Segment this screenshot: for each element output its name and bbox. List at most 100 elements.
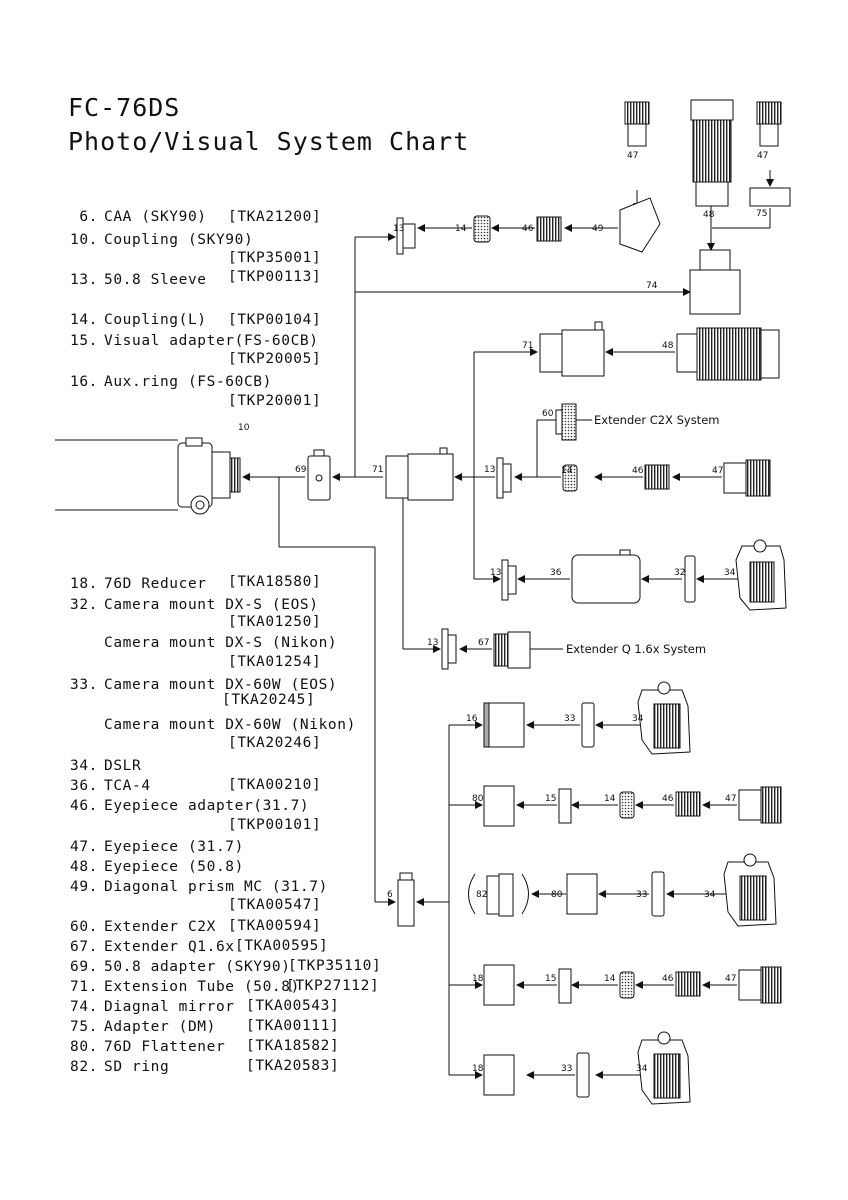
label-69: 69: [295, 465, 307, 475]
legend-name: Extender C2X: [104, 919, 216, 935]
legend-number: 32.: [70, 597, 98, 613]
legend-number: 49.: [70, 879, 98, 895]
label-49: 49: [592, 224, 604, 234]
legend-number: 34.: [70, 758, 98, 774]
legend-name: Camera mount DX-S (EOS): [104, 597, 319, 613]
legend-code: [TKA20583]: [246, 1058, 340, 1074]
label-18: 18: [472, 1064, 484, 1074]
label-13: 13: [393, 224, 404, 234]
label-14: 14: [604, 794, 616, 804]
label-14: 14: [561, 466, 573, 476]
label-47: 47: [627, 151, 638, 161]
legend-number: 71.: [70, 979, 98, 995]
legend-number: 13.: [70, 272, 98, 288]
label-60: 60: [542, 409, 554, 419]
part-74: [689, 269, 741, 315]
legend-number: 75.: [70, 1019, 98, 1035]
legend-code: [TKA00547]: [228, 897, 322, 913]
legend-code: [TKP27112]: [286, 978, 380, 994]
label-15: 15: [545, 974, 556, 984]
label-48: 48: [662, 341, 674, 351]
label-15: 15: [545, 794, 556, 804]
label-33: 33: [564, 714, 575, 724]
extender-c2x-system-label: Extender C2X System: [594, 413, 719, 427]
label-16: 16: [466, 714, 478, 724]
label-46: 46: [662, 974, 674, 984]
legend-name: Aux.ring (FS-60CB): [104, 374, 272, 390]
legend-number: 14.: [70, 312, 98, 328]
legend-code: [TKA00111]: [246, 1018, 340, 1034]
label-75: 75: [756, 209, 767, 219]
label-71: 71: [372, 465, 383, 475]
label-34: 34: [704, 890, 716, 900]
part-13: [502, 463, 512, 493]
legend-code: [TKA21200]: [228, 209, 322, 225]
label-46: 46: [522, 224, 534, 234]
legend-name: TCA-4: [104, 778, 151, 794]
legend-name: Diagnal mirror: [104, 999, 235, 1015]
extender-q-system-label: Extender Q 1.6x System: [566, 642, 706, 656]
chart-title: FC-76DS: [68, 93, 181, 122]
legend-number: 60.: [70, 919, 98, 935]
dslr-icon: [637, 1031, 691, 1105]
legend-name: Camera mount DX-S (Nikon): [104, 635, 338, 651]
telescope-tube: [55, 437, 241, 515]
legend-number: 46.: [70, 798, 98, 814]
legend-number: 48.: [70, 859, 98, 875]
components: [307, 99, 791, 1098]
dslr-icon: [723, 853, 777, 927]
legend-code: [TKA20245]: [222, 692, 316, 708]
label-14: 14: [604, 974, 616, 984]
legend-code: [TKA01254]: [228, 654, 322, 670]
label-33: 33: [561, 1064, 572, 1074]
label-14: 14: [455, 224, 467, 234]
label-71: 71: [522, 341, 533, 351]
legend-name: Adapter (DM): [104, 1019, 216, 1035]
label-47: 47: [757, 151, 768, 161]
legend-name: Camera mount DX-60W (EOS): [104, 677, 338, 693]
legend-name: 50.8 Sleeve: [104, 272, 207, 288]
label-34: 34: [724, 568, 736, 578]
legend-code: [TKA00594]: [228, 918, 322, 934]
legend-name: Coupling(L): [104, 312, 207, 328]
legend-number: 74.: [70, 999, 98, 1015]
legend-number: 16.: [70, 374, 98, 390]
part-75: [749, 187, 791, 207]
label-13: 13: [490, 568, 501, 578]
legend-name: 50.8 adapter (SKY90): [104, 959, 291, 975]
dslr-icon: [735, 539, 787, 611]
legend-code: [TKP00104]: [228, 312, 322, 328]
legend-code: [TKA01250]: [228, 614, 322, 630]
legend-name: Eyepiece adapter(31.7): [104, 798, 310, 814]
legend-code: [TKP35110]: [288, 958, 382, 974]
dslr-cameras: [637, 539, 787, 1105]
part-71: [385, 455, 409, 499]
legend-number: 18.: [70, 576, 98, 592]
legend-number: 15.: [70, 333, 98, 349]
legend-number: 10.: [70, 232, 98, 248]
label-47: 47: [712, 466, 723, 476]
legend-code: [TKA20246]: [228, 735, 322, 751]
legend-code: [TKA18582]: [246, 1038, 340, 1054]
connection-lines: [242, 170, 774, 1079]
legend-code: [TKP00101]: [228, 817, 322, 833]
legend-name: 76D Flattener: [104, 1039, 226, 1055]
legend-name: Diagonal prism MC (31.7): [104, 879, 328, 895]
legend-number: 82.: [70, 1059, 98, 1075]
label-67: 67: [478, 638, 489, 648]
label-48: 48: [703, 210, 715, 220]
legend-name: Extension Tube (50.8): [104, 979, 300, 995]
legend-name: Eyepiece (31.7): [104, 839, 244, 855]
legend-name: SD ring: [104, 1059, 170, 1075]
legend-name: Camera mount DX-60W (Nikon): [104, 717, 356, 733]
label-34: 34: [636, 1064, 648, 1074]
label-6: 6: [387, 890, 393, 900]
legend-code: [TKP20001]: [228, 393, 322, 409]
legend-number: 67.: [70, 939, 98, 955]
label-80: 80: [472, 794, 484, 804]
legend-name: 76D Reducer: [104, 576, 207, 592]
label-13: 13: [484, 465, 495, 475]
legend-code: [TKA00595]: [235, 938, 329, 954]
